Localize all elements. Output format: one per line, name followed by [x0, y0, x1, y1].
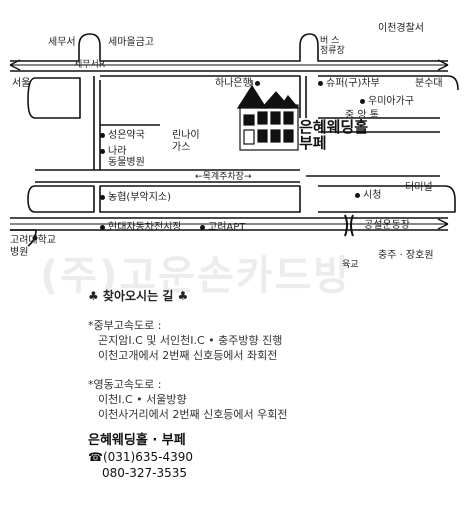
label-jungang-street: 중 앙 통 — [345, 110, 379, 121]
label-chungju: 충주 · 장호원 — [378, 250, 434, 261]
location-map: (주)고운손카드방 세무서 세마을금고 이천경찰서 버 스 정류장 세무서R 서… — [9, 23, 459, 299]
wedding-hall-name: 은혜웨딩홀 — [299, 118, 369, 136]
label-nara-animal-2: 동물병원 — [108, 157, 145, 168]
label-saemaeul: 세마을금고 — [108, 37, 154, 48]
label-hana-bank: 하나은행 — [215, 78, 263, 90]
label-shupeo: 슈퍼(구)차부 — [318, 78, 380, 90]
wedding-hall-buffet: 부페 — [299, 133, 327, 152]
route-jungbu-line-1: 곤지암I.C 및 서인천I.C • 충주방향 진행 — [98, 334, 283, 347]
route-yeongdong-line-1: 이천I.C • 서울방향 — [98, 393, 187, 406]
route-jungbu-heading: *중부고속도로 : — [88, 319, 162, 332]
label-goryeo-apt: 고려APT — [200, 222, 245, 234]
label-city-hall: 시청 — [355, 190, 381, 202]
label-seoul: 서울 — [12, 78, 31, 89]
label-goryeo-hospital-2: 병원 — [10, 247, 29, 258]
guide-title: ♣ 찾아오시는 길 ♣ — [88, 289, 189, 303]
label-yukgyo: 육교 — [342, 260, 359, 270]
label-linnai-1: 린나이 — [172, 130, 200, 141]
contact-phone[interactable]: ☎(031)635-4390 — [88, 450, 193, 464]
label-goryeo-hospital-1: 고려대학교 — [10, 235, 56, 246]
route-jungbu: *중부고속도로 : 곤지암I.C 및 서인천I.C • 충주방향 진행 이천고개… — [88, 318, 282, 363]
label-bus-stop-2: 정류장 — [320, 46, 345, 56]
label-semuseo: 세무서 — [48, 37, 76, 48]
label-semuseo-road: 세무서R — [74, 60, 106, 70]
label-linnai-2: 가스 — [172, 142, 191, 153]
label-seongeun-pharmacy: 성은약국 — [100, 130, 145, 142]
route-yeongdong: *영동고속도로 : 이천I.C • 서울방향 이천사거리에서 2번째 신호등에서… — [88, 377, 288, 422]
road-map-graphic — [9, 33, 459, 247]
label-terminal: 터미널 — [405, 182, 433, 193]
label-bunsudae: 분수대 — [415, 78, 443, 89]
label-bus-stop-1: 버 스 — [320, 36, 340, 46]
label-umi-garage: 우미아가구 — [360, 96, 414, 108]
route-yeongdong-line-2: 이천사거리에서 2번째 신호등에서 우회전 — [98, 408, 288, 421]
contact-block: 은혜웨딩홀 · 부페 ☎(031)635-4390 080-327-3535 — [88, 433, 193, 481]
wedding-hall-label: 은혜웨딩홀 부페 — [299, 118, 369, 152]
contact-phone-2[interactable]: 080-327-3535 — [102, 466, 188, 480]
label-hyundai-market: 현대자동차전시장 — [100, 222, 182, 234]
label-icheon-police: 이천경찰서 — [378, 23, 424, 34]
label-parking: ←목계주차장→ — [195, 172, 252, 182]
route-yeongdong-heading: *영동고속도로 : — [88, 378, 162, 391]
watermark-logo: (주)고운손카드방 — [40, 253, 353, 299]
label-nonghyup: 농협(부악지소) — [100, 192, 171, 204]
label-gongseol-stadium: 공설운동장 — [364, 220, 410, 231]
route-jungbu-line-2: 이천고개에서 2번째 신호등에서 좌회전 — [98, 349, 278, 362]
contact-name: 은혜웨딩홀 · 부페 — [88, 433, 186, 448]
label-nara-animal-1: 나라 — [100, 146, 126, 158]
wedding-hall-building-icon — [236, 80, 300, 151]
